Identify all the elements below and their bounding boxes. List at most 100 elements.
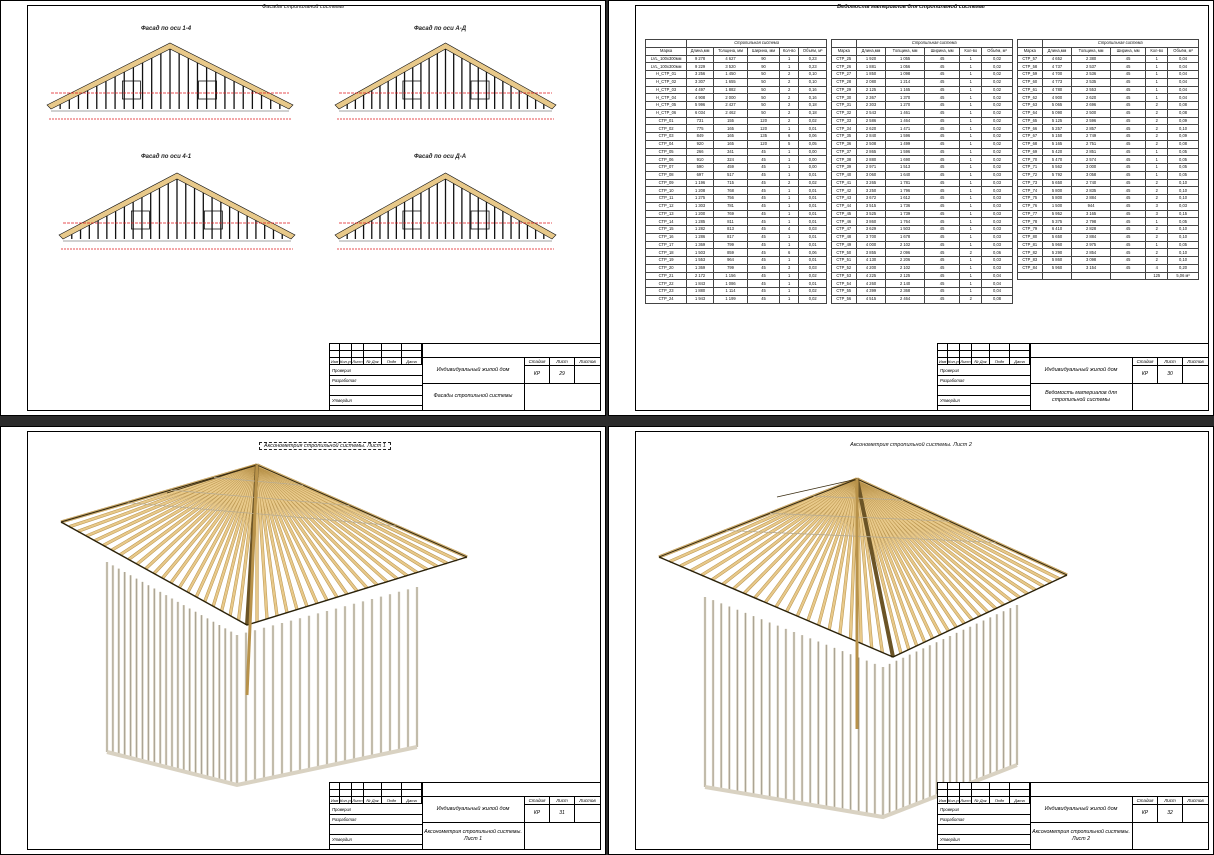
- table-cell: 45: [923, 263, 961, 273]
- table-cell: 1: [779, 201, 800, 211]
- table-cell: 2 096: [885, 248, 925, 257]
- column-header: Объём, м³: [1167, 46, 1199, 56]
- table-cell: 0,03: [981, 194, 1013, 203]
- stamp-cell: [972, 344, 990, 351]
- table-cell: 1: [779, 155, 800, 164]
- table-cell: СТР_35: [831, 132, 857, 141]
- table-cell: [1109, 271, 1147, 281]
- eave-line: [60, 521, 468, 626]
- stamp-cell: № Док: [972, 797, 990, 804]
- table-cell: 0,02: [981, 70, 1013, 79]
- table-cell: 1 499: [885, 139, 925, 149]
- stamp-cell: [972, 783, 990, 790]
- stamp-meta-value: КР: [1133, 366, 1158, 383]
- table-cell: СТР_19: [644, 256, 688, 265]
- table-cell: 1 369: [686, 263, 714, 273]
- table-cell: 2 464: [885, 294, 925, 304]
- table-cell: 2: [779, 70, 800, 79]
- sheet-materials[interactable]: Ведомость материалов для стропильной сис…: [608, 0, 1214, 416]
- table-cell: 9 278: [686, 54, 714, 64]
- sheet-axonometry-1[interactable]: Аксонометрия стропильной системы. Лист 1…: [0, 426, 606, 855]
- table-cell: 1: [1145, 217, 1169, 226]
- table-cell: 3 060: [855, 170, 887, 180]
- table-cell: 0,16: [798, 93, 827, 102]
- stamp-signer: Разработал: [332, 817, 357, 822]
- facade-rafter: [46, 42, 294, 110]
- column-header: Объём, м³: [798, 46, 827, 56]
- stamp-meta-header: Стадия: [1133, 796, 1158, 805]
- table-cell: 1 796: [885, 186, 925, 195]
- table-cell: 4 773: [1041, 77, 1073, 87]
- stamp-rule: [938, 405, 1030, 406]
- table-cell: 45: [1109, 116, 1147, 126]
- table-cell: 2 586: [855, 116, 887, 126]
- table-cell: 0,06: [981, 248, 1013, 257]
- sheet-axonometry-2[interactable]: Аксонометрия стропильной системы. Лист 2…: [608, 426, 1214, 855]
- table-cell: 0,16: [798, 85, 827, 95]
- table-cell: СТР_07: [644, 163, 688, 172]
- table-cell: 5 290: [1041, 248, 1073, 257]
- table-cell: 2 880: [855, 155, 887, 164]
- table-cell: 5 065: [1041, 101, 1073, 110]
- table-cell: СТР_39: [831, 163, 857, 172]
- table-cell: СТР_62: [1017, 93, 1043, 102]
- table-cell: СТР_70: [1017, 155, 1043, 164]
- stamp-cell: Кол.уч: [340, 797, 352, 804]
- stamp-organization: [1132, 383, 1209, 410]
- table-cell: 1 850: [855, 70, 887, 79]
- table-cell: 45: [747, 178, 781, 188]
- stamp-cell: [364, 344, 382, 351]
- stamp-meta-header: Листов: [575, 357, 601, 366]
- table-cell: 0,02: [981, 85, 1013, 95]
- table-cell: 120: [747, 116, 781, 126]
- collar-tie: [127, 502, 396, 527]
- table-cell: 2 543: [855, 108, 887, 118]
- table-cell: 45: [1109, 240, 1147, 250]
- table-cell: 1 450: [712, 70, 749, 79]
- table-cell: 5,06 м³: [1167, 271, 1199, 281]
- table-cell: 4 737: [1041, 62, 1073, 71]
- table-cell: 45: [923, 163, 961, 172]
- stamp-project: Индивидуальный жилой дом: [1030, 796, 1132, 823]
- stamp-cell: [330, 351, 340, 358]
- table-cell: 2 508: [855, 139, 887, 149]
- sheet-facades[interactable]: Фасады стропильной системы Фасад по оси …: [0, 0, 606, 416]
- table-cell: 1 056: [885, 62, 925, 71]
- stamp-signer: Утвердил: [332, 398, 352, 403]
- stamp-cell: [330, 790, 340, 797]
- table-cell: 45: [747, 240, 781, 250]
- table-cell: 0,08: [1167, 101, 1199, 110]
- table-cell: 715: [712, 178, 749, 188]
- table-cell: [1071, 271, 1111, 281]
- table-cell: 2 536: [1071, 70, 1111, 79]
- column-header: Марка: [644, 46, 688, 56]
- stamp-cell: [402, 344, 422, 351]
- column-header: Кол-во: [959, 46, 983, 56]
- table-cell: 731: [686, 116, 714, 126]
- table-cell: 45: [923, 93, 961, 102]
- table-cell: 45: [1109, 194, 1147, 203]
- stamp-signer: Проверил: [940, 368, 960, 373]
- table-cell: 5 800: [1041, 186, 1073, 195]
- stamp-meta-value: [575, 366, 601, 383]
- stamp-cell: [340, 783, 352, 790]
- table-cell: СТР_14: [644, 217, 688, 226]
- column-header: Кол-во: [779, 46, 800, 56]
- stamp-cell: [364, 783, 382, 790]
- stamp-cell: Лист: [960, 358, 972, 365]
- stamp-cell: [352, 790, 364, 797]
- table-cell: 910: [686, 155, 714, 164]
- table-cell: СТР_84: [1017, 263, 1043, 273]
- table-cell: 0,10: [1167, 124, 1199, 133]
